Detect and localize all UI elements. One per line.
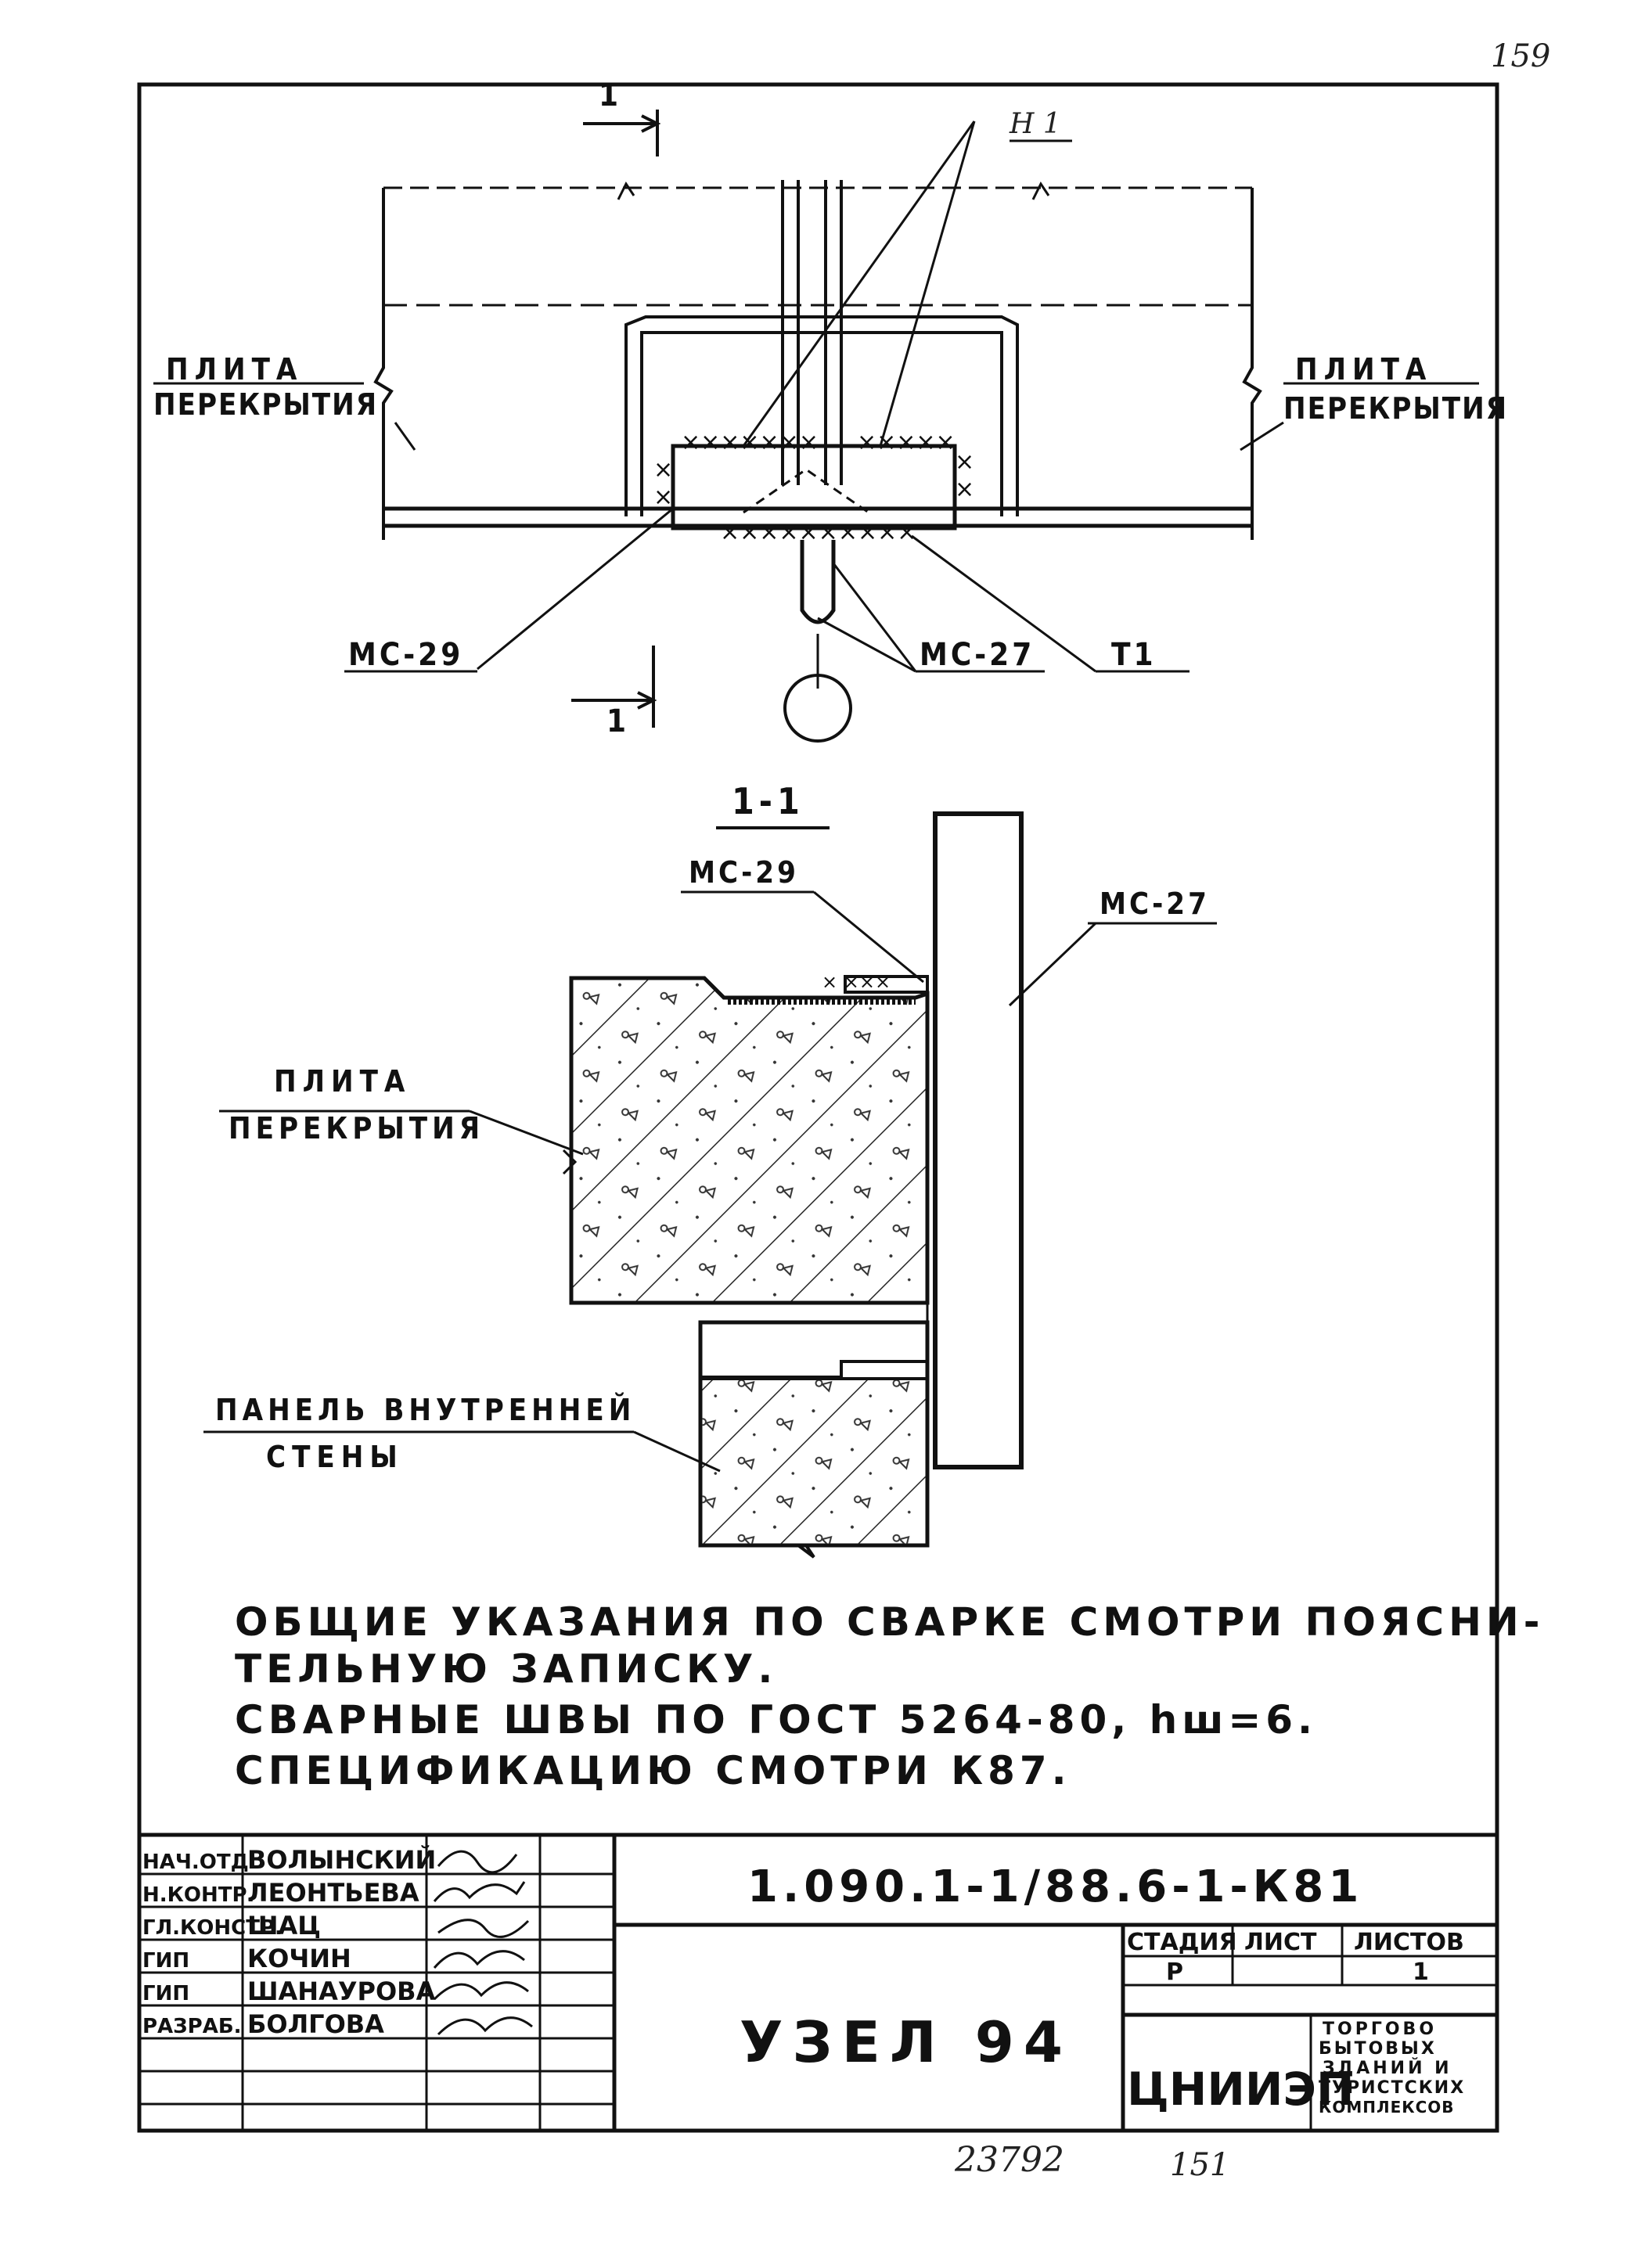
- staff-role-4: ГИП: [142, 1949, 189, 1973]
- svg-text:×: ×: [653, 484, 673, 511]
- staff-name-4: КОЧИН: [247, 1944, 351, 1973]
- svg-text:××××××××××: ××××××××××: [720, 519, 916, 546]
- svg-text:× ×××: × ×××: [822, 971, 891, 993]
- svg-text:×: ×: [955, 448, 974, 476]
- subject-line-5: КОМПЛЕКСОВ: [1319, 2098, 1455, 2117]
- staff-role-1: НАЧ.ОТД.: [142, 1851, 257, 1874]
- slab-left-line1: ПЛИТА: [166, 352, 303, 387]
- staff-role-5: ГИП: [142, 1982, 189, 2005]
- section-slab-line2: ПЕРЕКРЫТИЯ: [229, 1111, 484, 1146]
- slab-right-line2: ПЕРЕКРЫТИЯ: [1283, 391, 1508, 426]
- section-view: × ×××: [203, 811, 1217, 1559]
- slab-right-line1: ПЛИТА: [1295, 352, 1432, 387]
- section-mark-top: 1: [599, 77, 618, 113]
- subject-line-4: ТУРИСТСКИХ: [1319, 2078, 1465, 2098]
- svg-text:×××××: ×××××: [857, 429, 956, 456]
- subject-line-1: ТОРГОВО: [1323, 2020, 1437, 2039]
- section-label-mc29: МС-29: [689, 855, 799, 890]
- staff-name-3: ШАЦ: [247, 1911, 321, 1940]
- svg-text:×: ×: [955, 476, 974, 503]
- staff-name-6: БОЛГОВА: [247, 2009, 384, 2039]
- plan-label-mc29: МС-29: [348, 637, 463, 673]
- staff-role-6: РАЗРАБ.: [142, 2015, 242, 2038]
- sheet-frame: [137, 82, 1499, 2133]
- header-stage: СТАДИЯ: [1127, 1929, 1237, 1956]
- note-line-3: СВАРНЫЕ ШВЫ ПО ГОСТ 5264-80, hш=6.: [235, 1697, 1317, 1743]
- svg-text:×: ×: [653, 456, 673, 484]
- drawing-title: УЗЕЛ 94: [740, 2009, 1072, 2075]
- title-block: [139, 1833, 1497, 2131]
- header-sheet: ЛИСТ: [1244, 1929, 1317, 1956]
- document-code: 1.090.1-1/88.6-1-К81: [747, 1861, 1363, 1912]
- archive-number: 23792: [954, 2140, 1064, 2180]
- subject-line-2: БЫТОВЫХ: [1319, 2039, 1437, 2059]
- stage-value: Р: [1166, 1958, 1183, 1986]
- section-mark-bottom: 1: [606, 703, 626, 739]
- plan-label-t1: Т1: [1111, 637, 1157, 673]
- header-sheets: ЛИСТОВ: [1354, 1929, 1464, 1956]
- page-number: 151: [1170, 2147, 1229, 2183]
- section-slab-line1: ПЛИТА: [274, 1064, 411, 1099]
- plan-view: ××××××× ××××× × × × × ××××××××××: [153, 110, 1479, 743]
- staff-name-5: ШАНАУРОВА: [247, 1976, 436, 2006]
- sheet-corner-number: 159: [1491, 38, 1550, 74]
- section-label-mc27: МС-27: [1100, 887, 1210, 921]
- note-line-1: ОБЩИЕ УКАЗАНИЯ ПО СВАРКЕ СМОТРИ ПОЯСНИ-: [235, 1599, 1545, 1645]
- staff-role-3: ГЛ.КОНСТР.: [142, 1916, 283, 1940]
- slab-left-line2: ПЕРЕКРЫТИЯ: [153, 387, 378, 422]
- svg-text:×××××××: ×××××××: [681, 429, 819, 456]
- sheets-value: 1: [1413, 1958, 1429, 1986]
- subject-line-3: ЗДАНИЙ И: [1323, 2058, 1452, 2078]
- staff-name-2: ЛЕОНТЬЕВА: [247, 1878, 419, 1908]
- weld-note: Н 1: [1009, 108, 1061, 140]
- wall-panel-line2: СТЕНЫ: [266, 1440, 404, 1474]
- staff-name-1: ВОЛЫНСКИЙ: [247, 1845, 436, 1875]
- wall-panel-line1: ПАНЕЛЬ ВНУТРЕННЕЙ: [215, 1393, 635, 1427]
- plan-label-mc27: МС-27: [920, 637, 1035, 673]
- note-line-4: СПЕЦИФИКАЦИЮ СМОТРИ К87.: [235, 1748, 1071, 1793]
- staff-role-2: Н.КОНТР.: [142, 1883, 254, 1907]
- organization: ЦНИИЭП: [1127, 2063, 1355, 2116]
- section-title: 1-1: [732, 780, 804, 822]
- note-line-2: ТЕЛЬНУЮ ЗАПИСКУ.: [235, 1646, 777, 1692]
